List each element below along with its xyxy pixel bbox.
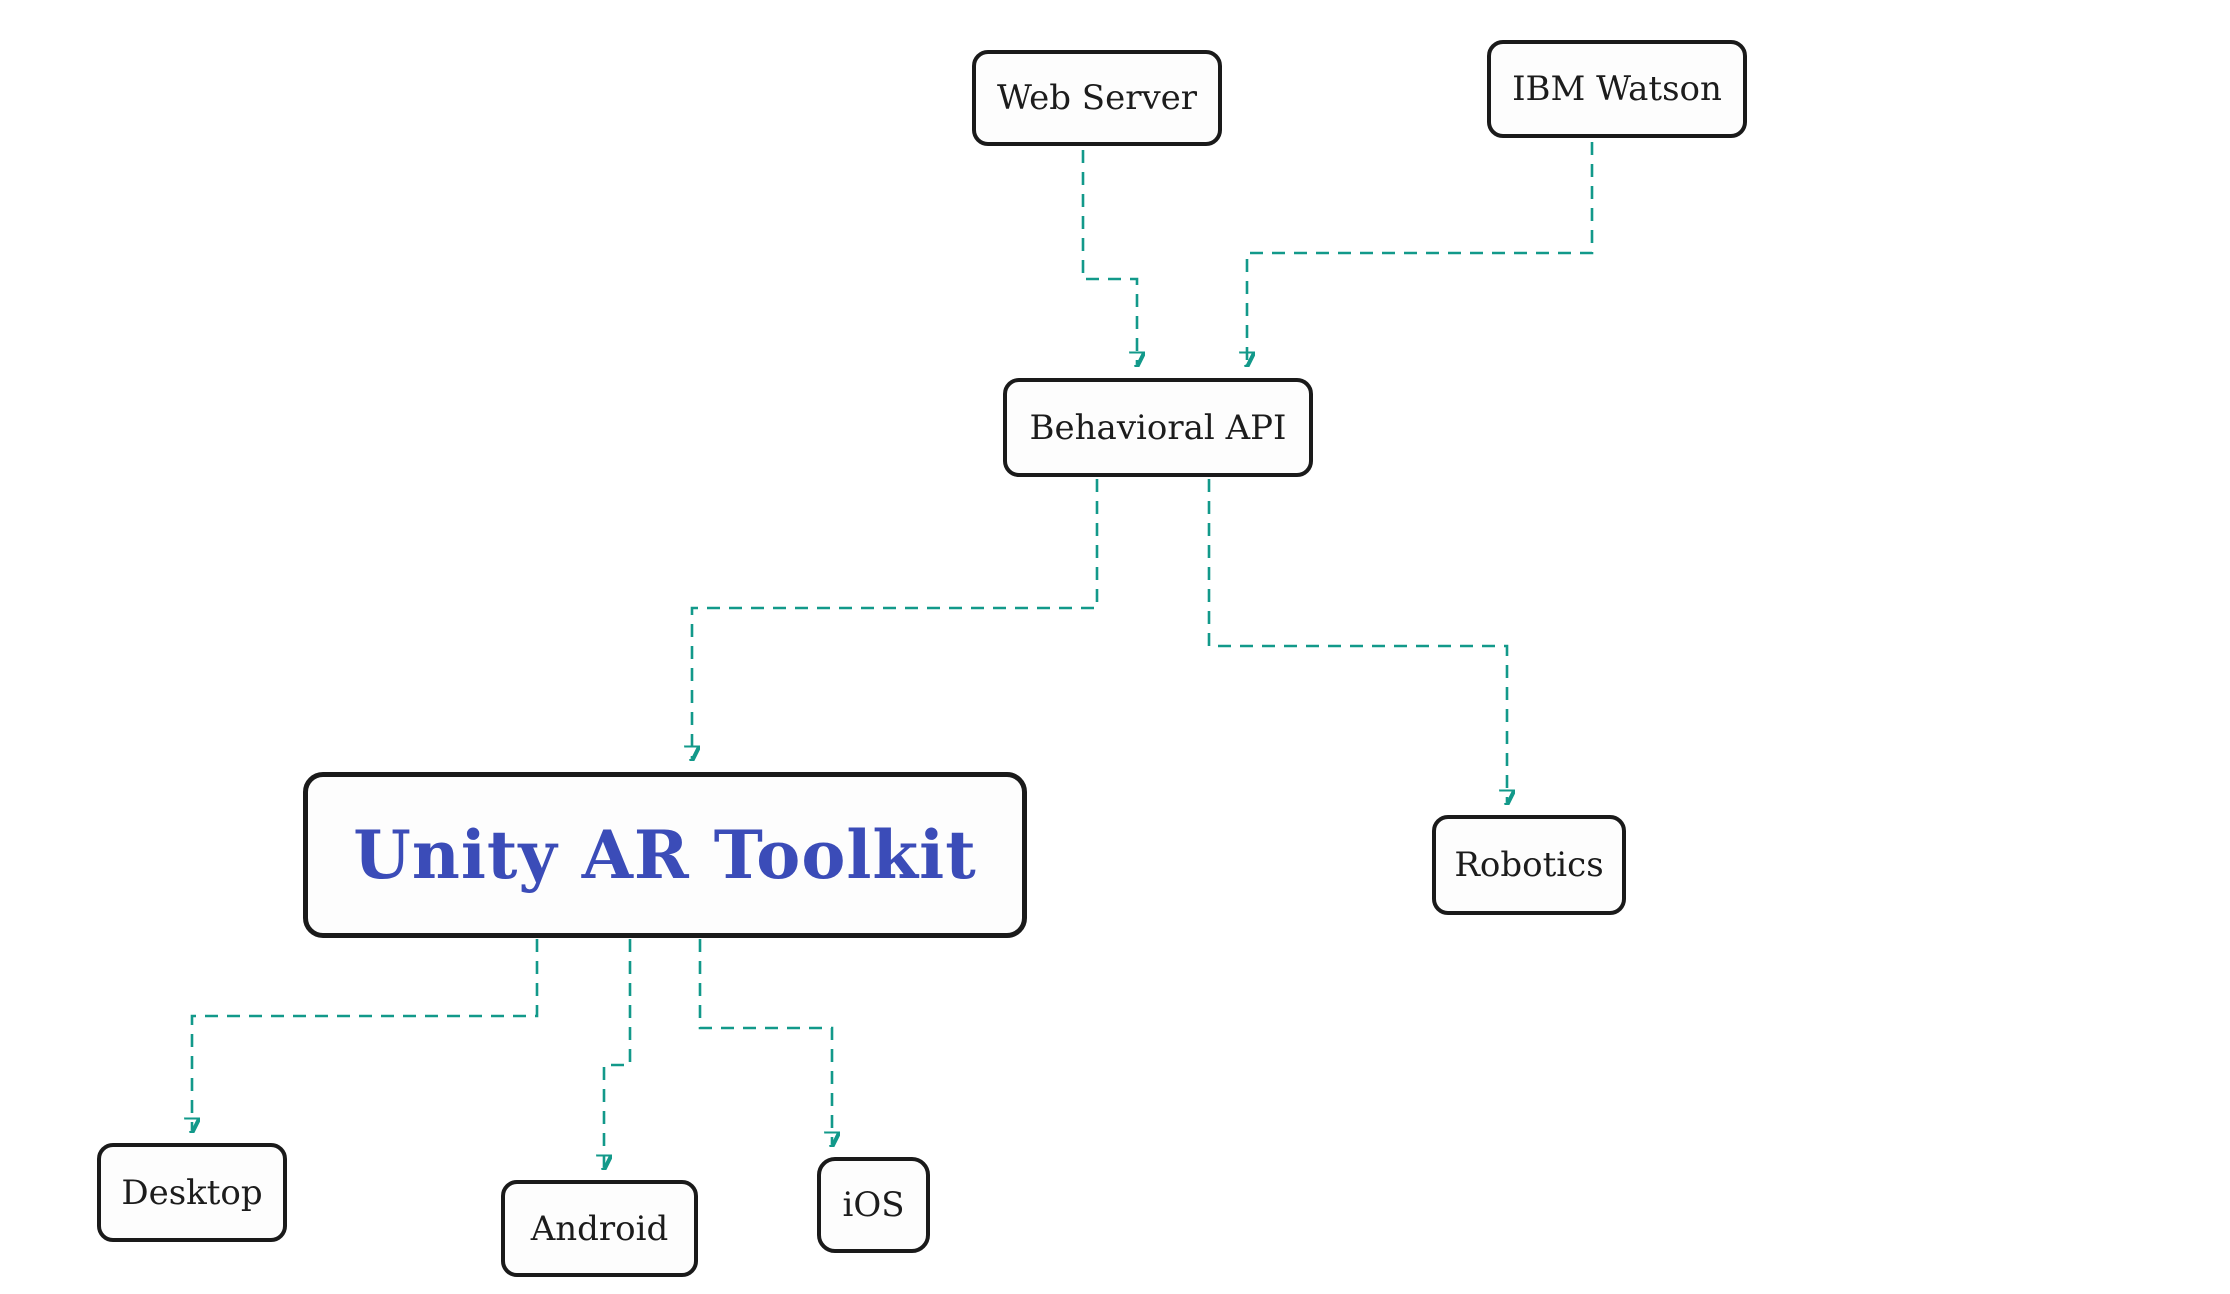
node-ibm-watson-label: IBM Watson	[1512, 69, 1722, 109]
edge-ibm-watson-to-behavioral-api	[1247, 142, 1594, 364]
node-behavioral-api[interactable]: Behavioral API	[1003, 378, 1313, 477]
node-android-label: Android	[530, 1208, 669, 1249]
edge-unity-to-ios	[698, 939, 832, 1144]
edge-behavioral-api-to-unity	[692, 479, 1099, 758]
node-unity-ar-toolkit-label: Unity AR Toolkit	[353, 816, 977, 894]
node-behavioral-api-label: Behavioral API	[1029, 407, 1287, 448]
node-android[interactable]: Android	[501, 1180, 698, 1277]
node-robotics[interactable]: Robotics	[1432, 815, 1626, 915]
node-ibm-watson[interactable]: IBM Watson	[1487, 40, 1747, 138]
node-desktop[interactable]: Desktop	[97, 1143, 287, 1242]
edge-unity-to-desktop	[192, 939, 539, 1130]
node-ios[interactable]: iOS	[817, 1157, 930, 1253]
edge-web-server-to-behavioral-api	[1081, 150, 1137, 364]
edge-unity-to-android	[604, 939, 632, 1167]
node-web-server-label: Web Server	[996, 78, 1198, 118]
node-robotics-label: Robotics	[1454, 845, 1604, 885]
node-ios-label: iOS	[842, 1185, 905, 1225]
node-desktop-label: Desktop	[121, 1172, 263, 1213]
node-web-server[interactable]: Web Server	[972, 50, 1222, 146]
edge-behavioral-api-to-robotics	[1207, 479, 1507, 802]
node-unity-ar-toolkit[interactable]: Unity AR Toolkit	[303, 772, 1027, 938]
